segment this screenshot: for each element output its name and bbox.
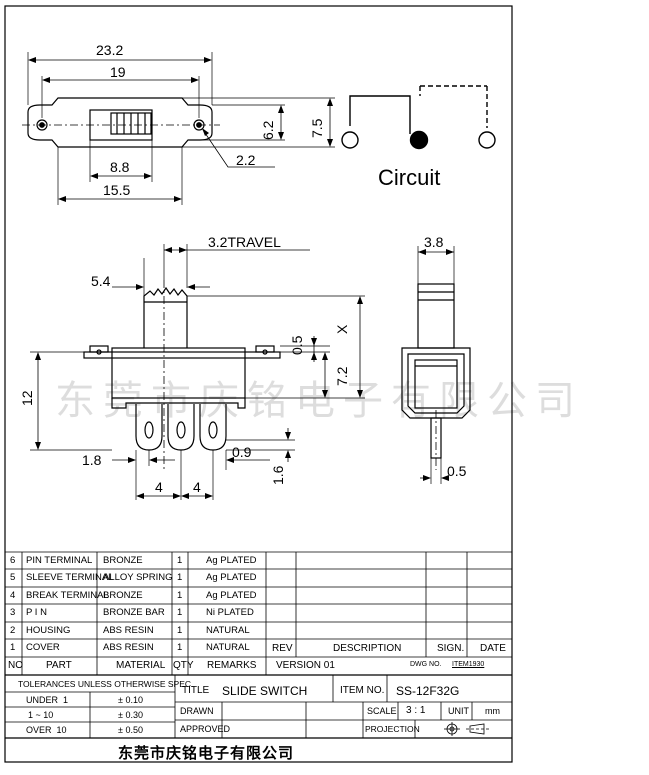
- parts-cell-material: ABS RESIN: [103, 625, 154, 636]
- dim-terminal-length: 1.6: [270, 465, 286, 485]
- circuit-label: Circuit: [378, 165, 440, 190]
- tolerance-range-2: 1 ~ 10: [28, 710, 54, 720]
- parts-cell-qty: 1: [177, 607, 183, 618]
- parts-cell-qty: 1: [177, 590, 183, 601]
- header-version: VERSION 01: [276, 660, 335, 671]
- dim-pin-thick: 0.5: [447, 463, 467, 479]
- header-sign: SIGN.: [437, 643, 465, 654]
- parts-cell-no: 5: [10, 572, 16, 583]
- tolerance-range-1: UNDER 1: [26, 695, 69, 705]
- header-description: DESCRIPTION: [333, 643, 402, 654]
- header-rev: REV: [272, 643, 293, 654]
- header-qty: QTY: [173, 660, 194, 671]
- parts-cell-material: ABS RESIN: [103, 642, 154, 653]
- company-name: 东莞市庆铭电子有限公司: [118, 744, 295, 762]
- parts-cell-part: SLEEVE TERMINAL: [26, 572, 114, 583]
- tolerance-title: TOLERANCES UNLESS OTHERWISE SPEC.: [18, 679, 194, 689]
- dim-side-width: 3.8: [424, 234, 444, 250]
- dim-terminal-width: 0.9: [232, 444, 252, 460]
- header-dwg-no-value: ITEM1930: [452, 661, 485, 668]
- parts-cell-material: BRONZE: [103, 555, 143, 566]
- header-material: MATERIAL: [116, 660, 166, 671]
- title-block-grid: [5, 551, 512, 739]
- parts-cell-no: 4: [10, 590, 16, 601]
- parts-cell-part: HOUSING: [26, 625, 71, 636]
- header-part: PART: [46, 660, 72, 671]
- parts-cell-remarks: Ag PLATED: [206, 590, 257, 601]
- tolerance-value-1: ± 0.10: [118, 695, 143, 705]
- parts-cell-qty: 1: [177, 625, 183, 636]
- parts-cell-qty: 1: [177, 555, 183, 566]
- parts-cell-remarks: NATURAL: [206, 625, 250, 636]
- parts-cell-no: 2: [10, 625, 16, 636]
- watermark: 东莞市庆铭电子有限公司: [55, 378, 583, 424]
- dim-pitch-b: 4: [193, 479, 201, 495]
- scale-value: 3 : 1: [406, 705, 426, 716]
- unit-label: UNIT: [448, 706, 469, 716]
- dim-hole-pitch: 19: [110, 64, 126, 80]
- top-view: [22, 52, 335, 205]
- parts-cell-remarks: Ni PLATED: [206, 607, 254, 618]
- dim-pitch-a: 4: [155, 479, 163, 495]
- dim-x: X: [334, 324, 350, 334]
- side-view: [401, 246, 471, 484]
- dim-slot-width: 8.8: [110, 159, 130, 175]
- parts-cell-material: BRONZE: [103, 590, 143, 601]
- parts-cell-part: P I N: [26, 607, 47, 618]
- title-value: SLIDE SWITCH: [222, 684, 308, 698]
- parts-cell-qty: 1: [177, 572, 183, 583]
- projection-label: PROJECTION: [365, 724, 420, 734]
- dim-travel: 3.2TRAVEL: [208, 234, 281, 250]
- parts-cell-no: 6: [10, 555, 16, 566]
- circuit-diagram: [341, 85, 496, 150]
- header-date: DATE: [480, 643, 506, 654]
- parts-cell-remarks: Ag PLATED: [206, 555, 257, 566]
- dim-body-depth: 7.2: [334, 366, 350, 386]
- dim-slot-height: 6.2: [260, 120, 276, 140]
- dim-hole-dia: 2.2: [236, 152, 256, 168]
- unit-value: mm: [485, 706, 500, 716]
- parts-cell-part: PIN TERMINAL: [26, 555, 93, 566]
- header-dwg-no-label: DWG NO.: [410, 661, 442, 668]
- dim-actuator-gap: 0.5: [289, 335, 305, 355]
- parts-cell-part: BREAK TERMINAL: [26, 590, 109, 601]
- item-value: SS-12F32G: [396, 684, 460, 698]
- dim-actuator-width: 5.4: [91, 273, 111, 289]
- approved-label: APPROVED: [180, 724, 231, 734]
- dim-total-height: 12: [19, 390, 35, 406]
- dim-terminal-offset: 1.8: [82, 452, 102, 468]
- parts-cell-remarks: Ag PLATED: [206, 572, 257, 583]
- tolerance-value-3: ± 0.50: [118, 725, 143, 735]
- parts-cell-material: ALLOY SPRING: [103, 572, 173, 583]
- parts-cell-no: 1: [10, 642, 16, 653]
- scale-label: SCALE: [367, 706, 397, 716]
- parts-cell-remarks: NATURAL: [206, 642, 250, 653]
- item-label: ITEM NO.: [340, 685, 385, 696]
- dim-overall-length: 23.2: [96, 42, 123, 58]
- header-no: NO: [8, 660, 23, 671]
- drawn-label: DRAWN: [180, 706, 214, 716]
- front-view: [30, 244, 365, 500]
- parts-cell-part: COVER: [26, 642, 60, 653]
- tolerance-value-2: ± 0.30: [118, 710, 143, 720]
- dim-body-height: 7.5: [309, 118, 325, 138]
- projection-symbol-icon: [444, 722, 490, 736]
- dim-body-length: 15.5: [103, 182, 130, 198]
- title-label: TITLE: [182, 685, 210, 696]
- header-remarks: REMARKS: [207, 660, 257, 671]
- parts-cell-no: 3: [10, 607, 16, 618]
- tolerance-range-3: OVER 10: [26, 725, 67, 735]
- parts-cell-material: BRONZE BAR: [103, 607, 165, 618]
- parts-cell-qty: 1: [177, 642, 183, 653]
